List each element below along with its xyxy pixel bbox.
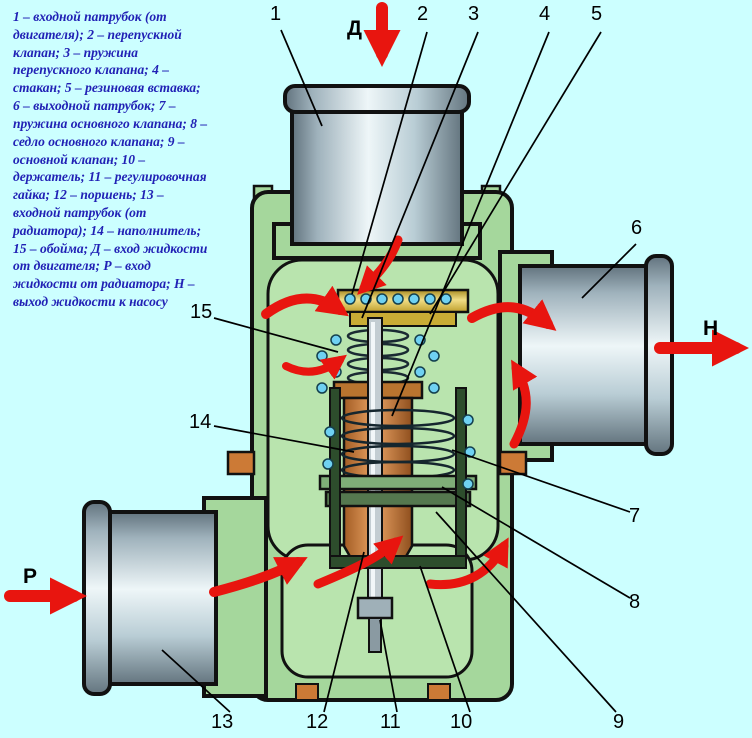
top-inlet-pipe [283, 84, 471, 246]
flow-arrow [282, 354, 347, 380]
flow-arrow [467, 299, 557, 331]
left-radiator-pipe [82, 500, 218, 696]
callout-10: 10 [450, 711, 473, 733]
callout-15: 15 [190, 301, 213, 323]
callout-12: 12 [306, 711, 329, 733]
flow-label-engine-inlet: Д [347, 17, 362, 40]
callout-3: 3 [468, 3, 480, 25]
main-valve [324, 490, 472, 508]
callout-5: 5 [591, 3, 603, 25]
flow-arrow [261, 285, 349, 319]
callout-13: 13 [211, 711, 234, 733]
callout-4: 4 [539, 3, 551, 25]
flow-arrow [425, 537, 509, 590]
flow-arrow [209, 557, 308, 597]
main-valve-seat [318, 474, 478, 491]
leader-lines [161, 29, 637, 713]
clamp-left [226, 450, 256, 476]
callout-11: 11 [380, 711, 401, 733]
flow-label-radiator-inlet: Р [23, 565, 38, 588]
coolant-dots [316, 293, 476, 490]
callout-9: 9 [613, 711, 625, 733]
callout-8: 8 [629, 591, 641, 613]
callout-14: 14 [189, 411, 212, 433]
callout-1: 1 [270, 3, 282, 25]
callout-2: 2 [417, 3, 429, 25]
callout-6: 6 [631, 217, 643, 239]
flow-label-pump-outlet: Н [703, 317, 719, 340]
right-outlet-pipe [518, 254, 674, 456]
flow-arrows [4, 2, 750, 615]
bottom-nut-left [295, 683, 319, 701]
legend-text: 1 – входной патрубок (от двигателя); 2 –… [13, 9, 208, 309]
callout-7: 7 [629, 505, 641, 527]
bottom-nut-right [427, 683, 451, 701]
flow-arrow [313, 535, 404, 589]
flow-arrow [509, 359, 538, 449]
adjusting-nut [356, 596, 394, 653]
